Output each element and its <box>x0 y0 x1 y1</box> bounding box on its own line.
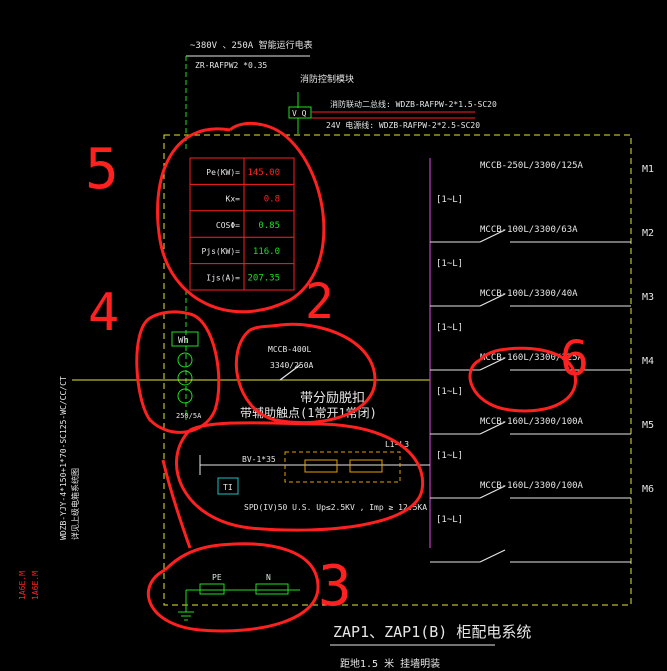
circuit-id-label: M3 <box>642 292 654 303</box>
outgoing-circuit: MCCB-100L/3300/40A [1~L] M3 <box>430 289 654 371</box>
surge-protection: BV-1*35 LI~L3 TI SPD(IV)50 U.S. Up≤2.5KV… <box>199 440 430 512</box>
parameter-label: Kx= <box>226 194 241 203</box>
annotation-number-5: 5 <box>85 137 119 202</box>
n-terminal-block <box>255 583 289 595</box>
pe-terminal-block <box>199 583 225 595</box>
circuit-breaker-label: MCCB-160L/3300/100A <box>480 481 584 491</box>
spd-ti-label: TI <box>223 483 233 492</box>
current-transformer-3-icon <box>177 388 193 404</box>
circuit-breaker-switch-icon <box>479 293 506 307</box>
red-annotations <box>135 121 577 633</box>
parameter-label: Ijs(A)= <box>206 274 240 283</box>
circuit-id-label: M1 <box>642 164 654 175</box>
current-transformer-2-icon <box>177 370 193 386</box>
diagram-title: ZAP1、ZAP1(B) 柜配电系统 <box>333 623 531 641</box>
ct-ratio-label: 250/5A <box>176 412 202 420</box>
circuit-breaker-switch-icon <box>479 485 506 499</box>
circuit-breaker-label: MCCB-100L/3300/63A <box>480 225 578 235</box>
circuit-breaker-switch-icon <box>479 229 506 243</box>
circuit-breaker-switch-icon <box>479 421 506 435</box>
main-breaker-desc-1: 带分励脱扣 <box>300 391 365 406</box>
circuit-phase-label: [1~L] <box>436 451 463 461</box>
main-breaker-switch-icon <box>279 364 301 381</box>
parameter-label: COSΦ= <box>216 221 240 230</box>
pe-n-busbar: PE N <box>178 573 300 621</box>
main-breaker-type: MCCB-400L <box>268 345 312 354</box>
spd-terminal-label: LI~L3 <box>385 440 409 449</box>
spd-cable-label: BV-1*35 <box>242 455 276 464</box>
parameter-value: 116.0 <box>253 247 280 257</box>
circuit-breaker-switch-icon <box>479 357 506 371</box>
outgoing-circuit: MCCB-160L/3300/125A [1~L] M4 <box>430 353 654 435</box>
current-transformer-1-icon <box>177 352 193 368</box>
circuit-breaker-switch-icon <box>479 549 506 563</box>
diagram-subtitle: 距地1.5 米 挂墙明装 <box>340 657 440 670</box>
outgoing-circuit: MCCB-250L/3300/125A [1~L] M1 <box>430 161 654 243</box>
n-label: N <box>266 573 271 582</box>
annotation-stroke-left <box>161 459 192 549</box>
left-red-label-2: 1A6E.M <box>31 571 40 600</box>
annotation-circle-m4 <box>468 346 577 413</box>
circuit-breaker-label: MCCB-100L/3300/40A <box>480 289 578 299</box>
fire-linkage-label: 消防联动二总线: WDZB-RAFPW-2*1.5-SC20 <box>330 99 497 109</box>
circuit-phase-label: [1~L] <box>436 195 463 205</box>
outgoing-circuits: MCCB-250L/3300/125A [1~L] M1MCCB-100L/3300… <box>430 161 654 563</box>
parameter-label: Pe(KW)= <box>206 168 240 177</box>
vq-label: V Q <box>292 109 307 118</box>
parameter-label: Pjs(KW)= <box>201 247 240 256</box>
annotation-number-2: 2 <box>305 274 334 330</box>
annotation-circle-spd <box>175 421 425 532</box>
parameter-value: 0.85 <box>258 221 280 231</box>
circuit-phase-label: [1~L] <box>436 515 463 525</box>
spd-ti-box <box>217 477 239 495</box>
circuit-breaker-label: MCCB-250L/3300/125A <box>480 161 584 171</box>
annotation-number-3: 3 <box>318 554 352 619</box>
left-cable-note: 详见上级电箱系统图 <box>70 468 80 540</box>
circuit-phase-label: [1~L] <box>436 387 463 397</box>
spd-element-1 <box>304 459 338 473</box>
fire-control-label: 消防控制模块 <box>300 73 354 85</box>
spd-dashed-box <box>284 451 401 483</box>
annotation-number-4: 4 <box>88 283 119 343</box>
spd-element-2 <box>349 459 383 473</box>
watt-hour-meter-box <box>171 331 199 347</box>
outgoing-circuit: MCCB-160L/3300/100A [1~L] M5 <box>430 417 654 499</box>
outgoing-circuit: MCCB-160L/3300/100A [1~L] M6 <box>430 481 654 563</box>
left-red-label-1: 1A6E.M <box>18 571 27 600</box>
annotation-circle-meter <box>135 310 221 434</box>
main-breaker-rating: 3340/250A <box>270 361 314 370</box>
meter-group: Wh 250/5A <box>171 290 202 420</box>
dc-power-label: 24V 电源线: WDZB-RAFPW-2*2.5-SC20 <box>326 120 480 130</box>
parameter-value: 0.8 <box>264 194 280 204</box>
annotation-circle-params <box>156 121 326 314</box>
supply-line-2: ZR-RAFPW2 *0.35 <box>195 61 267 70</box>
circuit-id-label: M2 <box>642 228 654 239</box>
parameter-value: 145.00 <box>247 168 280 178</box>
outgoing-circuit: MCCB-100L/3300/63A [1~L] M2 <box>430 225 654 307</box>
circuit-id-label: M5 <box>642 420 654 431</box>
annotation-circle-breaker <box>234 322 377 425</box>
pe-label: PE <box>212 573 222 582</box>
circuit-breaker-label: MCCB-160L/3300/100A <box>480 417 584 427</box>
circuit-phase-label: [1~L] <box>436 259 463 269</box>
circuit-id-label: M6 <box>642 484 654 495</box>
supply-line-1: ~380V 、250A 智能运行电表 <box>190 39 313 51</box>
left-cable-spec: WDZB-YJY-4*150+1*70-SC125-WC/CC/CT <box>59 376 68 540</box>
annotation-numbers: 5 4 2 3 6 <box>85 137 589 619</box>
annotation-circle-busbar <box>147 542 320 633</box>
parameter-value: 207.35 <box>247 274 280 284</box>
watt-hour-meter-label: Wh <box>178 336 189 346</box>
spd-spec-label: SPD(IV)50 U.S. Up≤2.5KV , Imp ≥ 12.5KA <box>244 503 427 512</box>
circuit-id-label: M4 <box>642 356 654 367</box>
circuit-phase-label: [1~L] <box>436 323 463 333</box>
annotation-number-6: 6 <box>560 331 589 387</box>
circuit-breaker-label: MCCB-160L/3300/125A <box>480 353 584 363</box>
parameter-table-frame <box>189 157 295 291</box>
